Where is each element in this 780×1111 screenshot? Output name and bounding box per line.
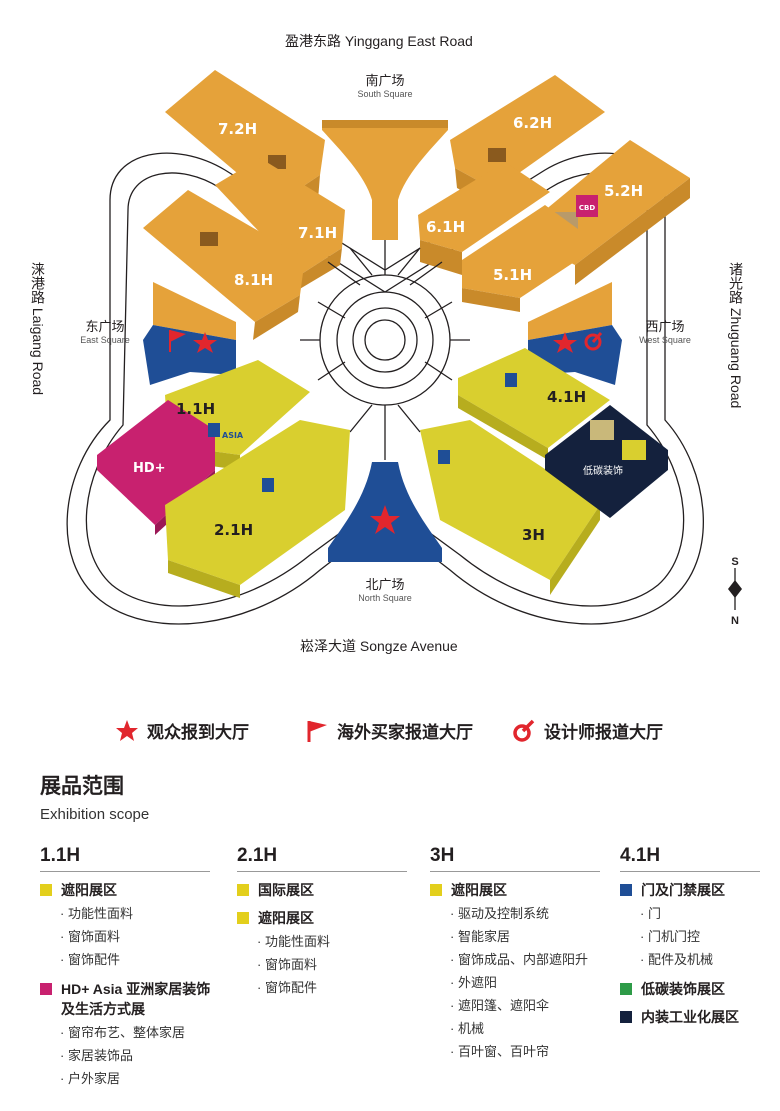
overseas-flag-marker[interactable] [169, 330, 186, 352]
scope-column-4-1: 4.1H 门及门禁展区 · 门 · 门机门控 · 配件及机械 低碳装饰展区 内装… [620, 845, 780, 1027]
visitor-star-east[interactable] [193, 332, 217, 353]
legend-visitor: 观众报到大厅 [115, 718, 249, 743]
road-west: 涞港路 Laigang Road [30, 262, 46, 396]
category-swatch [237, 912, 249, 924]
scope-title-en: Exhibition scope [40, 806, 150, 823]
rt-logo-1-1: ASIA [208, 423, 244, 440]
hall-label-1-1: 1.1H [176, 400, 215, 418]
visitor-star-north[interactable] [370, 505, 400, 534]
hall-label-7-1: 7.1H [298, 224, 337, 242]
scope-title-cn: 展品范围 [40, 775, 124, 798]
hall-5-1[interactable] [462, 205, 600, 312]
hall-label-3: 3H [522, 526, 545, 544]
booth-icon [268, 155, 286, 169]
scope-hall-title: 1.1H [40, 845, 210, 872]
hall-2-1[interactable] [165, 420, 350, 598]
central-roundabout [300, 240, 470, 460]
category-swatch [237, 884, 249, 896]
scope-hall-title: 2.1H [237, 845, 407, 872]
category-swatch [620, 1011, 632, 1023]
legend-overseas: 海外买家报道大厅 [305, 718, 473, 743]
scope-category: 遮阳展区 [40, 880, 220, 900]
hall-label-6-2: 6.2H [513, 114, 552, 132]
south-square-shape [322, 120, 448, 240]
low-carbon-booth[interactable]: 低碳装饰 [545, 405, 668, 518]
rt-logo-2-1 [262, 478, 274, 492]
east-square-label: 东广场 East Square [80, 319, 130, 345]
south-square-label: 南广场 South Square [357, 73, 413, 99]
cbd-logo [576, 195, 598, 217]
scope-category: 内装工业化展区 [620, 1007, 780, 1027]
category-swatch [40, 884, 52, 896]
visitor-star-west[interactable] [553, 332, 577, 353]
north-square-label: 北广场 North Square [358, 577, 412, 603]
hall-6-1[interactable] [418, 162, 550, 275]
category-swatch [430, 884, 442, 896]
rt-logo-4-1 [505, 373, 517, 387]
compass-south-label: S [731, 556, 739, 568]
cbd-logo-text: CBD [579, 204, 595, 212]
scope-hall-title: 4.1H [620, 845, 760, 872]
venue-map: CBD [30, 33, 748, 654]
road-north: 盈港东路 Yinggang East Road [285, 33, 473, 49]
low-carbon-label: 低碳装饰 [583, 464, 623, 477]
scope-column-2-1: 2.1H 国际展区 遮阳展区 · 功能性面料 · 窗饰面料 · 窗饰配件 [237, 845, 417, 999]
scope-category: HD+ Asia 亚洲家居装饰及生活方式展 [40, 979, 220, 1019]
svg-text:ASIA: ASIA [222, 431, 244, 440]
compass-needle-icon [728, 568, 742, 610]
legend-designer: 设计师报道大厅 [512, 718, 663, 743]
booth-icon [200, 232, 218, 246]
east-square-shape [143, 282, 236, 385]
category-swatch [40, 983, 52, 995]
scope-category: 国际展区 [237, 880, 417, 900]
west-square-label: 西广场 West Square [639, 319, 691, 345]
road-south: 崧泽大道 Songze Avenue [300, 638, 458, 654]
venue-map-svg: CBD [66, 70, 704, 625]
scope-category: 遮阳展区 [430, 880, 610, 900]
brand-logo [622, 440, 646, 460]
compass: S N [722, 556, 748, 636]
hall-label-6-1: 6.1H [426, 218, 465, 236]
hall-label-8-1: 8.1H [234, 271, 273, 289]
hall-label-4-1: 4.1H [547, 388, 586, 406]
compass-north-label: N [731, 615, 739, 627]
booth-icon [488, 148, 506, 162]
road-east: 诸光路 Zhuguang Road [728, 262, 744, 409]
rt-logo-3 [438, 450, 450, 464]
hall-4-1[interactable] [458, 348, 610, 460]
scope-column-3: 3H 遮阳展区 · 驱动及控制系统 · 智能家居 · 窗饰成品、内部遮阳升 · … [430, 845, 610, 1063]
hall-label-2-1: 2.1H [214, 521, 253, 539]
marker-legend: 观众报到大厅 海外买家报道大厅 设计师报道大厅 [0, 718, 780, 754]
star-icon [116, 719, 138, 741]
scope-category: 低碳装饰展区 [620, 979, 780, 999]
hall-label-5-1: 5.1H [493, 266, 532, 284]
ring-roads [66, 152, 704, 625]
designer-icon [513, 719, 535, 742]
designer-marker[interactable] [584, 332, 603, 351]
scope-hall-title: 3H [430, 845, 600, 872]
scope-column-1-1: 1.1H 遮阳展区 · 功能性面料 · 窗饰面料 · 窗饰配件 HD+ Asia… [40, 845, 220, 1090]
category-swatch [620, 983, 632, 995]
hall-3[interactable] [420, 420, 600, 595]
hall-label-5-2: 5.2H [604, 182, 643, 200]
flag-icon [307, 720, 327, 742]
hall-label-7-2: 7.2H [218, 120, 257, 138]
category-swatch [620, 884, 632, 896]
door-logo [590, 420, 614, 440]
hall-7-1[interactable] [215, 158, 345, 290]
scope-heading: 展品范围 Exhibition scope [40, 770, 149, 823]
hall-8-1[interactable] [143, 190, 305, 340]
scope-category: 遮阳展区 [237, 908, 417, 928]
hd-asia-logo: HD+ [133, 461, 166, 476]
scope-category: 门及门禁展区 [620, 880, 780, 900]
